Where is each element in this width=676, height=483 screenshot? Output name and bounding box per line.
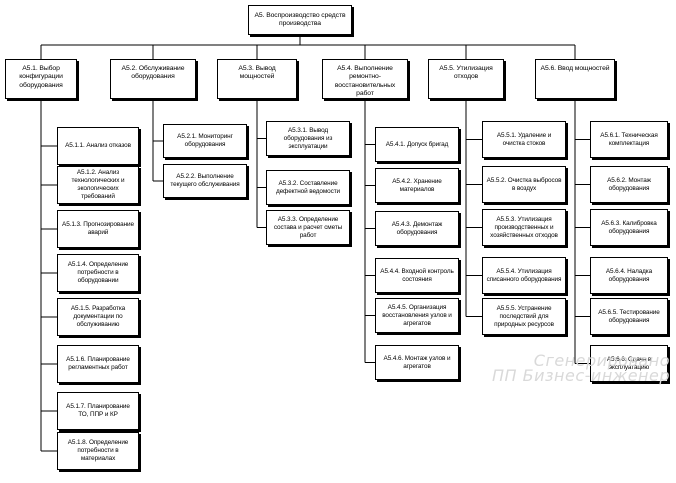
watermark: Сгенерировано ПП Бизнес-инженер: [492, 351, 670, 385]
activity-node-c4i1: А5.4.1. Допуск бригад: [375, 127, 459, 162]
activity-node-c2i2: А5.2.2. Выполнение текущего обслуживания: [163, 164, 247, 198]
watermark-line-2: ПП Бизнес-инженер: [492, 366, 670, 385]
activity-node-c6i3-label: А5.6.3. Калибровка оборудования: [601, 219, 657, 235]
activity-node-c5i1-label: А5.5.1. Удаление и очистка стоков: [496, 131, 552, 147]
category-node-c3: А5.3. Вывод мощностей: [217, 59, 297, 99]
activity-node-c1i7: А5.1.7. Планирование ТО, ППР и КР: [57, 392, 139, 430]
activity-node-c3i2: А5.3.2. Составление дефектной ведомости: [266, 170, 350, 205]
category-node-c4: А5.4. Выполнение ремонтно-восстановитель…: [322, 59, 408, 99]
activity-node-c6i5-label: А5.6.5. Тестирование оборудования: [598, 308, 660, 324]
activity-node-c4i4: А5.4.4. Входной контроль состояния: [375, 258, 459, 293]
watermark-line-1: Сгенерировано: [533, 351, 670, 370]
category-node-c6: А5.6. Ввод мощностей: [535, 59, 615, 99]
activity-node-c1i1-label: А5.1.1. Анализ отказов: [65, 142, 131, 149]
activity-node-c6i4-label: А5.6.4. Наладка оборудования: [605, 267, 653, 283]
activity-node-c5i5: А5.5.5. Устранение последствий для приро…: [482, 298, 566, 335]
activity-node-c6i1: А5.6.1. Техническая комплектация: [590, 121, 668, 158]
activity-node-c1i7-label: А5.1.7. Планирование ТО, ППР и КР: [66, 403, 130, 418]
activity-node-c4i6: А5.4.6. Монтаж узлов и агрегатов: [375, 345, 459, 380]
category-node-c1-label: А5.1. Выбор конфигурации оборудования: [19, 65, 63, 89]
activity-node-c5i5-label: А5.5.5. Устранение последствий для приро…: [494, 304, 554, 328]
activity-node-c4i5-label: А5.4.5. Организация восстановления узлов…: [382, 303, 452, 327]
activity-node-c2i2-label: А5.2.2. Выполнение текущего обслуживания: [170, 173, 240, 188]
activity-node-c1i4-label: А5.1.4. Определение потребности в оборуд…: [67, 261, 129, 284]
activity-node-c4i2: А5.4.2. Хранение материалов: [375, 168, 459, 203]
activity-node-c1i3: А5.1.3. Прогнозирование аварий: [57, 210, 139, 248]
activity-node-c6i2-label: А5.6.2. Монтаж оборудования: [607, 176, 651, 192]
activity-node-c2i1: А5.2.1. Мониторинг оборудования: [163, 124, 247, 158]
root-node: А5. Воспроизводство средств производства: [248, 5, 352, 35]
activity-node-c5i4-label: А5.5.4. Утилизация списанного оборудован…: [486, 267, 562, 283]
activity-node-c3i1-label: А5.3.1. Вывод оборудования из эксплуатац…: [283, 126, 333, 150]
category-node-c2: А5.2. Обслуживание оборудования: [110, 59, 196, 99]
activity-node-c6i3: А5.6.3. Калибровка оборудования: [590, 209, 668, 246]
activity-node-c1i2-label: А5.1.2. Анализ технологических и экологи…: [71, 169, 125, 200]
activity-node-c3i3-label: А5.3.3. Определение состава и расчет сме…: [273, 215, 343, 239]
category-node-c1: А5.1. Выбор конфигурации оборудования: [5, 59, 77, 99]
category-node-c3-label: А5.3. Вывод мощностей: [238, 65, 276, 81]
activity-node-c1i3-label: А5.1.3. Прогнозирование аварий: [62, 221, 134, 236]
activity-node-c5i4: А5.5.4. Утилизация списанного оборудован…: [482, 257, 566, 294]
activity-node-c5i1: А5.5.1. Удаление и очистка стоков: [482, 121, 566, 158]
activity-node-c4i4-label: А5.4.4. Входной контроль состояния: [380, 267, 454, 283]
category-node-c6-label: А5.6. Ввод мощностей: [540, 65, 610, 72]
category-node-c5: А5.5. Утилизация отходов: [428, 59, 504, 99]
activity-node-c1i6: А5.1.6. Планирование регламентных работ: [57, 345, 139, 383]
activity-node-c1i5-label: А5.1.5. Разработка документации по обслу…: [70, 305, 126, 328]
activity-node-c4i2-label: А5.4.2. Хранение материалов: [392, 177, 442, 193]
activity-node-c6i5: А5.6.5. Тестирование оборудования: [590, 298, 668, 335]
activity-node-c4i1-label: А5.4.1. Допуск бригад: [385, 140, 449, 148]
activity-node-c1i5: А5.1.5. Разработка документации по обслу…: [57, 298, 139, 336]
activity-node-c5i3-label: А5.5.3. Утилизация производственных и хо…: [490, 215, 558, 239]
activity-node-c1i8-label: А5.1.8. Определение потребности в матери…: [67, 439, 129, 462]
activity-node-c3i2-label: А5.3.2. Составление дефектной ведомости: [275, 179, 341, 195]
root-node-label: А5. Воспроизводство средств производства: [254, 11, 346, 27]
activity-node-c6i1-label: А5.6.1. Техническая комплектация: [600, 131, 658, 147]
activity-node-c4i6-label: А5.4.6. Монтаж узлов и агрегатов: [383, 354, 451, 370]
activity-node-c5i2: А5.5.2. Очистка выбросов в воздух: [482, 166, 566, 203]
activity-node-c1i4: А5.1.4. Определение потребности в оборуд…: [57, 254, 139, 292]
activity-node-c1i6-label: А5.1.6. Планирование регламентных работ: [66, 356, 130, 371]
activity-node-c3i1: А5.3.1. Вывод оборудования из эксплуатац…: [266, 121, 350, 156]
activity-node-c6i4: А5.6.4. Наладка оборудования: [590, 257, 668, 294]
activity-node-c4i3-label: А5.4.3. Демонтаж оборудования: [391, 220, 443, 236]
activity-node-c4i3: А5.4.3. Демонтаж оборудования: [375, 211, 459, 246]
activity-node-c5i3: А5.5.3. Утилизация производственных и хо…: [482, 209, 566, 246]
activity-node-c1i2: А5.1.2. Анализ технологических и экологи…: [57, 166, 139, 204]
category-node-c2-label: А5.2. Обслуживание оборудования: [121, 65, 185, 81]
category-node-c4-label: А5.4. Выполнение ремонтно-восстановитель…: [334, 65, 396, 98]
category-node-c5-label: А5.5. Утилизация отходов: [439, 65, 493, 81]
activity-node-c5i2-label: А5.5.2. Очистка выбросов в воздух: [486, 176, 562, 192]
activity-node-c6i6-label: А5.6.6. Сдача в эксплуатацию: [606, 355, 652, 371]
activity-node-c6i2: А5.6.2. Монтаж оборудования: [590, 166, 668, 203]
activity-node-c3i3: А5.3.3. Определение состава и расчет сме…: [266, 210, 350, 245]
activity-node-c6i6: А5.6.6. Сдача в эксплуатацию: [590, 345, 668, 382]
activity-node-c1i1: А5.1.1. Анализ отказов: [57, 127, 139, 165]
activity-node-c1i8: А5.1.8. Определение потребности в матери…: [57, 432, 139, 470]
activity-node-c2i1-label: А5.2.1. Мониторинг оборудования: [177, 133, 233, 148]
activity-node-c4i5: А5.4.5. Организация восстановления узлов…: [375, 298, 459, 333]
